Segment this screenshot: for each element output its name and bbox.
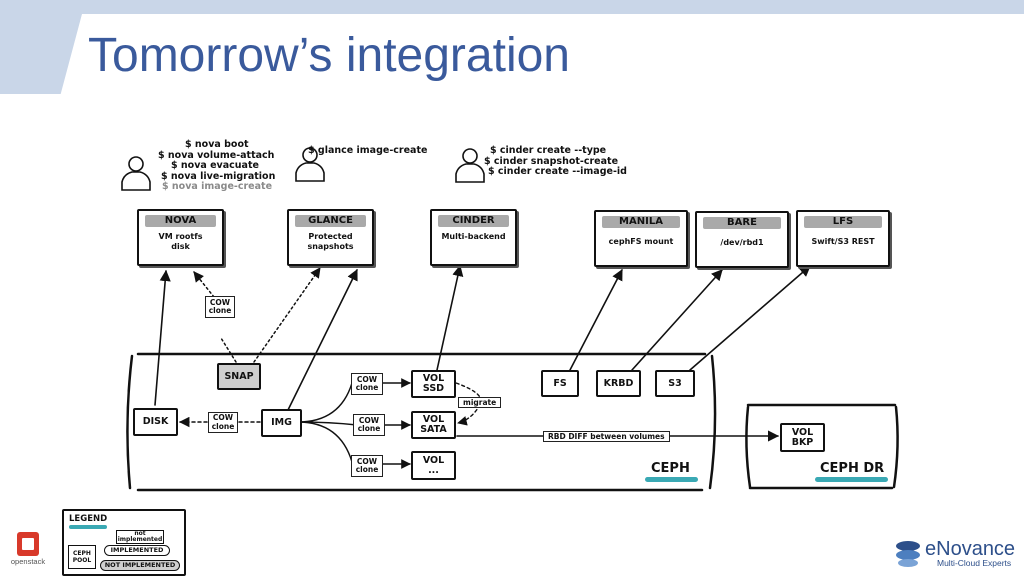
node-fs: FS (541, 370, 579, 397)
legend: LEGEND not implemented CEPH POOL IMPLEME… (62, 509, 186, 576)
cinder-command: $ cinder create --image-id (488, 166, 627, 177)
ceph-cluster-label: CEPH (651, 461, 690, 476)
cinder-commands: $ cinder create --type $ cinder snapshot… (484, 145, 627, 178)
service-desc: cephFS mount (608, 237, 674, 246)
service-manila: MANILA cephFS mount (594, 210, 688, 267)
service-name: LFS (804, 216, 882, 228)
nova-commands: $ nova boot $ nova volume-attach $ nova … (158, 139, 276, 193)
service-lfs: LFS Swift/S3 REST (796, 210, 890, 267)
enovance-mark-icon (896, 541, 920, 567)
openstack-logo: openstack (8, 532, 48, 566)
top-accent-bar (0, 0, 1024, 14)
cinder-command: $ cinder create --type (490, 145, 607, 156)
service-glance: GLANCE Protected snapshots (287, 209, 374, 266)
node-vol-more: VOL ... (411, 451, 456, 480)
service-name: MANILA (602, 216, 680, 228)
openstack-icon (17, 532, 39, 556)
service-name: GLANCE (295, 215, 366, 227)
cow-clone-label: COW clone (208, 412, 238, 433)
service-desc: Swift/S3 REST (811, 237, 875, 246)
cow-clone-label: COW clone (353, 414, 385, 436)
rbd-diff-label: RBD DIFF between volumes (543, 431, 670, 442)
node-s3: S3 (655, 370, 695, 397)
legend-not-implemented: NOT IMPLEMENTED (100, 560, 180, 571)
nova-command: $ nova boot (185, 139, 249, 150)
slide-title: Tomorrow’s integration (88, 29, 570, 82)
service-desc: Protected snapshots (307, 232, 354, 251)
node-krbd: KRBD (596, 370, 641, 397)
ceph-dr-underline (815, 477, 888, 482)
cow-clone-label: COW clone (351, 455, 383, 477)
user-icon-glance (295, 147, 325, 182)
service-name: BARE (703, 217, 781, 229)
user-icon-cinder (455, 148, 485, 183)
glance-command: $ glance image-create (308, 145, 428, 156)
legend-underline (69, 525, 107, 529)
legend-title: LEGEND (69, 514, 108, 524)
node-vol-ssd: VOL SSD (411, 370, 456, 398)
service-name: CINDER (438, 215, 509, 227)
nova-command: $ nova volume-attach (158, 149, 275, 161)
node-vol-sata: VOL SATA (411, 411, 456, 439)
migrate-label: migrate (458, 397, 502, 408)
legend-implemented: IMPLEMENTED (104, 545, 170, 556)
cow-clone-label: COW clone (351, 373, 383, 395)
node-snap: SNAP (217, 363, 261, 390)
cinder-command: $ cinder snapshot-create (484, 155, 619, 167)
node-vol-bkp: VOL BKP (780, 423, 825, 452)
service-cinder: CINDER Multi-backend (430, 209, 517, 266)
enovance-tagline: Multi-Cloud Experts (937, 558, 1012, 568)
node-disk: DISK (133, 408, 178, 436)
ceph-underline (645, 477, 698, 482)
legend-ceph-pool: CEPH POOL (68, 545, 96, 569)
service-desc: /dev/rbd1 (720, 238, 764, 247)
enovance-wordmark: eNovance (925, 538, 1016, 560)
openstack-wordmark: openstack (10, 557, 46, 566)
cow-clone-label: COW clone (205, 296, 235, 318)
nova-command: $ nova live-migration (161, 170, 276, 182)
node-img: IMG (261, 409, 302, 437)
nova-command-planned: $ nova image-create (162, 181, 273, 192)
service-desc: Multi-backend (441, 232, 506, 241)
glance-commands: $ glance image-create (308, 145, 428, 157)
ceph-dr-label: CEPH DR (820, 461, 885, 476)
user-icon-nova (121, 156, 151, 191)
service-bare: BARE /dev/rbd1 (695, 211, 789, 268)
nova-command: $ nova evacuate (171, 160, 259, 171)
service-desc: VM rootfs disk (158, 232, 203, 251)
enovance-logo: eNovance Multi-Cloud Experts (893, 538, 1018, 568)
legend-not-implemented-line: not implemented (116, 529, 164, 544)
service-nova: NOVA VM rootfs disk (137, 209, 224, 266)
service-name: NOVA (145, 215, 216, 227)
